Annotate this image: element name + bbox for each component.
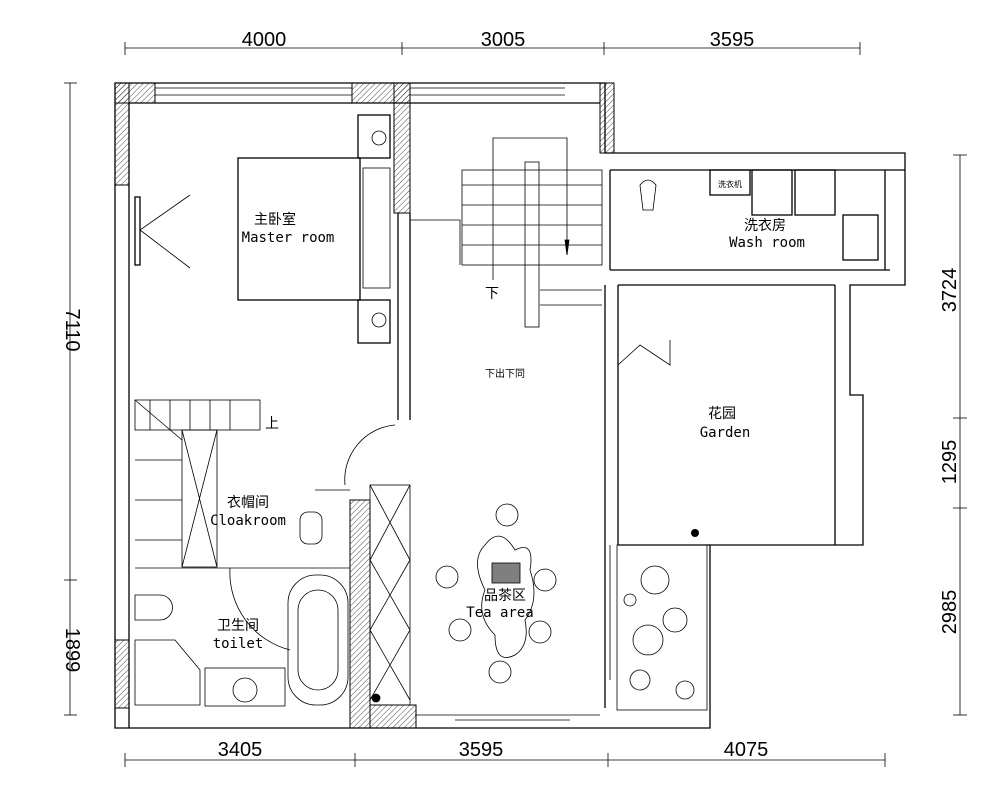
room-label-en: Cloakroom xyxy=(210,513,286,529)
wardrobe xyxy=(369,484,411,706)
staircase-down xyxy=(410,137,603,328)
dim-left-2: 1899 xyxy=(61,628,83,673)
washer-label: 洗衣机 xyxy=(718,179,742,189)
room-label-en: Wash room xyxy=(729,235,805,251)
room-label-cn: 品茶区 xyxy=(484,588,526,604)
nightstand xyxy=(357,114,391,159)
dim-left-1: 7110 xyxy=(61,308,83,351)
garden: 花园 Garden xyxy=(609,406,751,711)
dim-right-1: 3724 xyxy=(939,268,961,313)
dim-right-2: 1295 xyxy=(939,440,961,485)
room-label-en: toilet xyxy=(213,636,264,652)
room-label-en: Master room xyxy=(242,230,335,246)
dim-top-1: 4000 xyxy=(242,29,287,51)
dim-bottom-2: 3595 xyxy=(459,739,504,761)
washing-machine xyxy=(794,169,836,216)
basin-counter xyxy=(204,667,286,707)
room-label-cn: 洗衣房 xyxy=(744,218,786,234)
sink xyxy=(842,214,879,261)
pillows xyxy=(362,167,391,289)
bathtub xyxy=(287,574,349,706)
tv xyxy=(134,196,141,266)
dim-right-3: 2985 xyxy=(939,590,961,635)
tea-table xyxy=(477,535,535,658)
stairs-up-label-cn: 衣帽间 xyxy=(227,495,269,511)
room-label-en: Garden xyxy=(700,425,751,441)
tea-area xyxy=(371,503,557,703)
dim-top-2: 3005 xyxy=(481,29,526,51)
dim-bottom-1: 3405 xyxy=(218,739,263,761)
void-note: 下出下同 xyxy=(485,367,525,380)
ottoman xyxy=(299,511,323,545)
wc xyxy=(134,594,173,621)
washing-machine xyxy=(751,169,793,216)
stairs-up-label: 上 xyxy=(265,416,279,432)
stairs-down-label: 下 xyxy=(485,286,499,302)
washer-sign xyxy=(709,169,751,196)
master-room: 主卧室 Master room xyxy=(134,114,391,344)
planting-bed xyxy=(616,544,708,711)
dimension-right xyxy=(953,154,967,716)
room-label-en: Tea area xyxy=(466,605,533,621)
dimension-bottom xyxy=(124,753,886,767)
toilet-fixture xyxy=(639,179,657,211)
dimension-top xyxy=(124,42,861,55)
nightstand xyxy=(357,299,391,344)
toilet-room xyxy=(134,484,411,707)
door-swing xyxy=(617,340,671,366)
shower xyxy=(134,639,201,706)
dimension-left xyxy=(64,82,77,716)
dim-top-3: 3595 xyxy=(710,29,755,51)
cloakroom xyxy=(134,399,396,568)
room-label-cn: 花园 xyxy=(708,406,736,422)
bed xyxy=(237,157,361,301)
room-label-cn: 卫生间 xyxy=(217,618,259,634)
dim-bottom-3: 4075 xyxy=(724,739,769,761)
walls xyxy=(114,82,906,729)
wash-room: 洗衣机 洗衣房 Wash room xyxy=(639,169,879,261)
room-label-cn: 主卧室 xyxy=(254,211,296,228)
